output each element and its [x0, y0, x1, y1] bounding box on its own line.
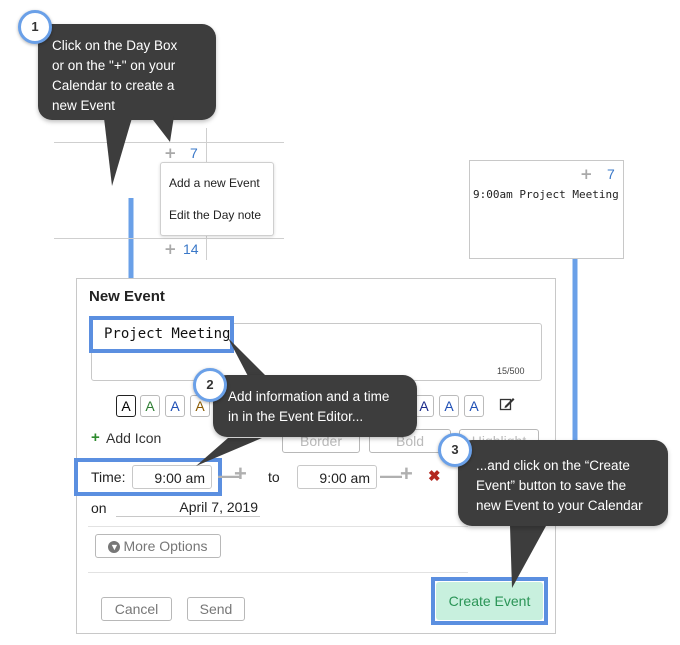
color-blue-button[interactable]: A — [439, 395, 459, 417]
add-event-plus-icon[interactable]: + — [580, 165, 593, 183]
step-3-badge: 3 — [438, 433, 472, 467]
event-entry[interactable]: 9:00am Project Meeting — [473, 188, 619, 201]
plus-icon[interactable]: + — [400, 461, 413, 486]
menu-item-edit-day-note[interactable]: Edit the Day note — [169, 208, 262, 222]
callout-text: ...and click on the “Create Event” butto… — [476, 458, 643, 513]
plus-icon[interactable]: + — [234, 461, 247, 486]
create-event-button[interactable]: Create Event — [436, 582, 543, 620]
step-3-callout: ...and click on the “Create Event” butto… — [458, 440, 668, 526]
add-icon-link[interactable]: Add Icon — [106, 430, 162, 446]
color-green-button[interactable]: A — [140, 395, 160, 417]
menu-item-add-event[interactable]: Add a new Event — [169, 176, 260, 190]
date-input[interactable]: April 7, 2019 — [116, 497, 260, 517]
day-number[interactable]: 7 — [190, 145, 198, 161]
day-number[interactable]: 7 — [607, 166, 615, 182]
color-navy-button[interactable]: A — [414, 395, 434, 417]
end-time-input[interactable]: 9:00 am — [297, 465, 377, 489]
step-1-badge: 1 — [18, 10, 52, 44]
more-options-button[interactable]: ▼More Options — [95, 534, 221, 558]
plus-icon[interactable]: + — [91, 429, 100, 446]
cancel-button[interactable]: Cancel — [101, 597, 172, 621]
on-label: on — [91, 500, 107, 516]
step-2-badge: 2 — [193, 368, 227, 402]
edit-icon[interactable] — [499, 396, 515, 417]
add-event-plus-icon[interactable]: + — [164, 240, 177, 258]
editor-title: New Event — [89, 288, 165, 305]
char-counter: 15/500 — [497, 366, 525, 376]
step-1-callout: Click on the Day Box or on the "+" on yo… — [38, 24, 216, 120]
time-highlight — [74, 458, 222, 496]
step-2-callout: Add information and a time in in the Eve… — [213, 375, 417, 437]
chevron-down-icon: ▼ — [108, 541, 121, 554]
add-event-plus-icon[interactable]: + — [164, 144, 177, 162]
create-highlight — [431, 577, 548, 625]
callout-text: Add information and a time in in the Eve… — [228, 389, 390, 424]
grid-line — [54, 238, 284, 239]
start-time-input[interactable]: 9:00 am — [132, 465, 212, 489]
time-label: Time: — [91, 469, 126, 485]
divider — [88, 572, 468, 573]
title-highlight — [89, 316, 234, 353]
callout-text: Click on the Day Box or on the "+" on yo… — [52, 38, 178, 113]
day-context-menu: Add a new Event Edit the Day note — [160, 162, 274, 236]
day-box-preview[interactable]: + 7 9:00am Project Meeting — [469, 160, 624, 259]
clear-time-icon[interactable]: ✖ — [428, 468, 441, 485]
event-title-value[interactable]: Project Meeting — [104, 326, 231, 342]
color-blue-button[interactable]: A — [165, 395, 185, 417]
day-number[interactable]: 14 — [183, 241, 199, 257]
divider — [88, 526, 468, 527]
minus-icon[interactable]: — — [380, 463, 402, 488]
minus-icon[interactable]: — — [218, 463, 240, 488]
color-blue-button[interactable]: A — [464, 395, 484, 417]
grid-line — [54, 142, 284, 143]
color-black-button[interactable]: A — [116, 395, 136, 417]
to-label: to — [268, 469, 280, 485]
send-button[interactable]: Send — [187, 597, 245, 621]
